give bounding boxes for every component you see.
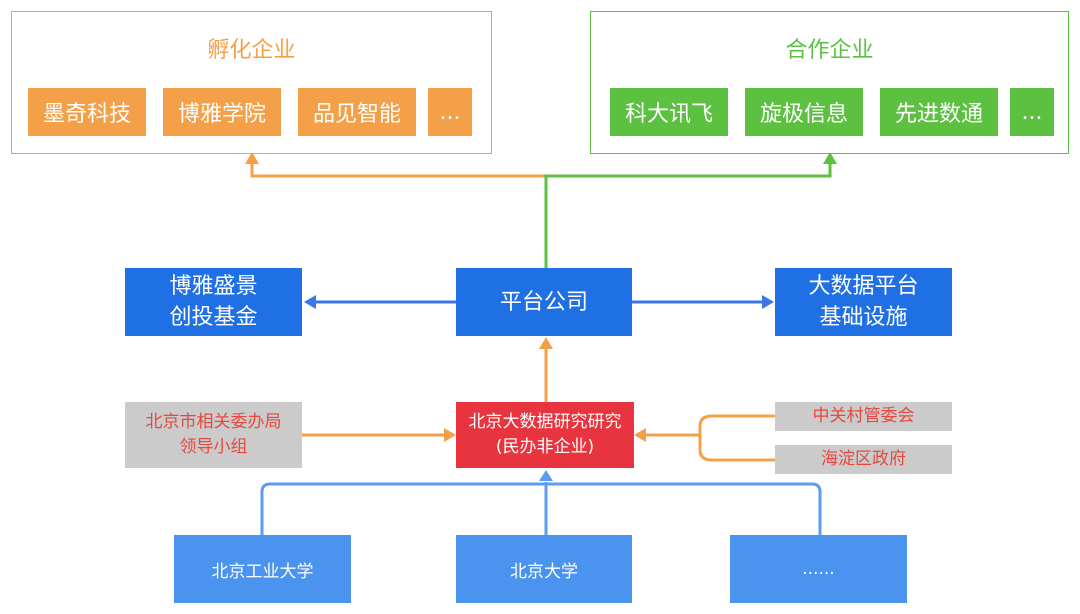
partner-companies-title: 合作企业 [785,38,874,63]
incubated-company-mochi: 墨奇科技 [28,88,146,136]
arrowhead-institute-right [634,428,646,442]
arrowhead-fund [304,295,316,309]
infrastructure-line1: 大数据平台 [808,274,919,299]
incubated-companies-group: 孵化企业 墨奇科技 博雅学院 品见智能 ... [11,11,492,154]
arrowhead-institute-left [444,428,456,442]
platform-company-box: 平台公司 [456,268,632,336]
haidian-government-box: 海淀区政府 [775,445,952,474]
research-institute-line2: (民办非企业) [495,437,595,457]
university-bjut-label: 北京工业大学 [211,561,314,582]
university-bjut-box: 北京工业大学 [174,535,351,603]
platform-company-label: 平台公司 [499,289,588,315]
leadership-line1: 北京市相关委办局 [145,412,282,432]
partner-company-more: ... [1010,88,1054,136]
partner-companies-group: 合作企业 科大讯飞 旋极信息 先进数通 ... [590,11,1069,154]
university-pku-label: 北京大学 [510,561,578,582]
partner-company-advanced-digital: 先进数通 [880,88,998,136]
leadership-line2: 领导小组 [179,437,248,457]
arrowhead-platform [539,337,553,349]
incubated-companies-title: 孵化企业 [207,38,296,63]
arrowhead-institute-bottom [539,470,553,481]
university-more-box: ...... [730,535,907,603]
connector-universities [260,482,822,535]
research-institute-box: 北京大数据研究研究 (民办非企业) [456,402,634,468]
university-pku-box: 北京大学 [456,535,632,603]
incubated-company-pinjian: 品见智能 [298,88,416,136]
haidian-government-label: 海淀区政府 [821,449,906,469]
infrastructure-box: 大数据平台 基础设施 [775,268,952,336]
incubated-company-more: ... [428,88,472,136]
incubated-company-boya-college: 博雅学院 [163,88,281,136]
connector-platform-to-partners [544,162,832,270]
arrowhead-infrastructure [762,295,774,309]
leadership-group-box: 北京市相关委办局 领导小组 [125,402,302,468]
venture-fund-line1: 博雅盛景 [169,274,258,299]
research-institute-line1: 北京大数据研究研究 [468,412,622,432]
infrastructure-line2: 基础设施 [819,305,908,330]
partner-company-xuanji: 旋极信息 [745,88,863,136]
partner-company-iflytek: 科大讯飞 [610,88,728,136]
venture-fund-box: 博雅盛景 创投基金 [125,268,302,336]
zgc-committee-label: 中关村管委会 [812,406,915,426]
connector-platform-to-incubated [250,162,548,270]
connector-government-bracket [698,414,775,462]
venture-fund-line2: 创投基金 [169,305,258,330]
university-more-label: ...... [802,559,835,579]
zgc-committee-box: 中关村管委会 [775,402,952,431]
